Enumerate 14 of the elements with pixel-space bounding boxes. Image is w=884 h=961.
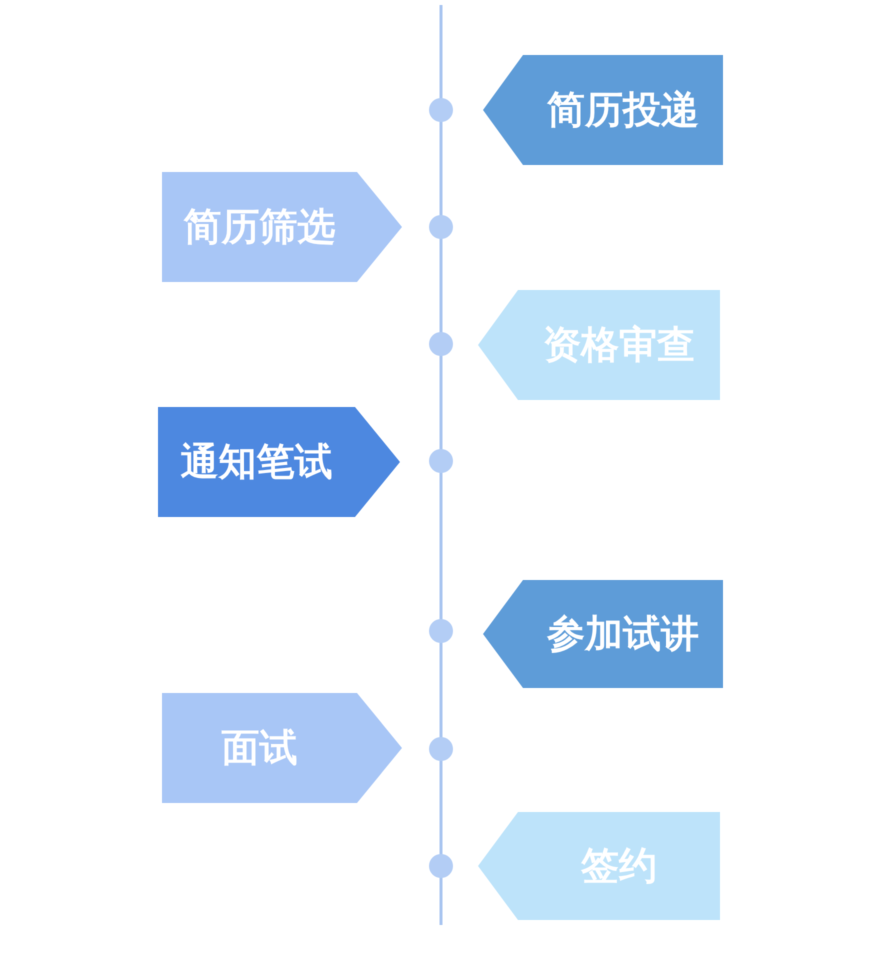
step-label: 资格审查 (542, 322, 696, 368)
step-label: 简历投递 (546, 86, 700, 134)
step-label: 通知笔试 (180, 438, 334, 486)
step-label: 简历筛选 (182, 204, 336, 250)
arrow-box (483, 55, 723, 165)
arrow-box (162, 172, 402, 282)
arrow-box (158, 407, 400, 517)
arrow-box (483, 580, 723, 688)
step-label: 签约 (580, 842, 658, 890)
step-label: 面试 (220, 724, 298, 772)
arrow-box (478, 290, 720, 400)
arrow-box (478, 812, 720, 920)
arrow-box (162, 693, 402, 803)
step-label: 参加试讲 (546, 610, 700, 658)
